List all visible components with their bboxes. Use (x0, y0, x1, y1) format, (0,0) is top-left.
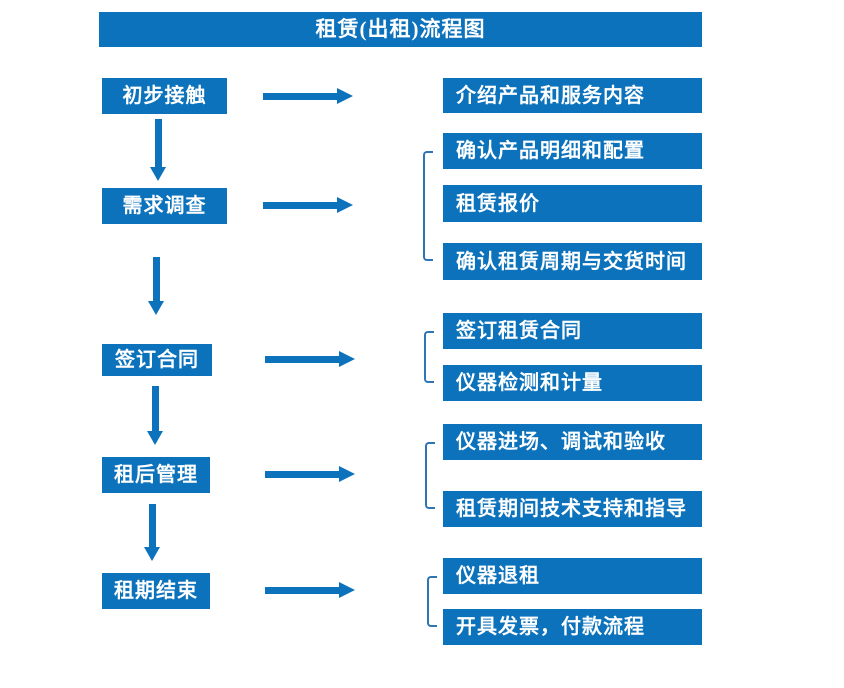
arrow-head (339, 351, 355, 367)
arrow-shaft (153, 257, 160, 302)
step-box-3: 签订合同 (102, 344, 212, 376)
step-box-5: 租期结束 (102, 573, 210, 609)
bracket-4 (425, 442, 435, 509)
arrow-head (148, 301, 164, 315)
arrow-right-icon-1 (263, 88, 353, 105)
bracket-3 (424, 331, 434, 383)
output-box-5-2: 开具发票，付款流程 (443, 609, 702, 645)
arrow-right-icon-5 (265, 582, 355, 599)
arrow-shaft (265, 587, 340, 594)
output-box-2-1: 确认产品明细和配置 (443, 133, 702, 169)
step-box-4: 租后管理 (102, 457, 210, 493)
arrow-right-icon-4 (265, 466, 355, 483)
arrow-right-icon-2 (263, 197, 353, 214)
arrow-head (144, 547, 160, 561)
step-box-2: 需求调查 (102, 188, 227, 224)
output-box-1-1: 介绍产品和服务内容 (443, 78, 702, 113)
output-box-4-2: 租赁期间技术支持和指导 (443, 491, 702, 527)
arrow-shaft (265, 471, 340, 478)
arrow-down-icon-3 (147, 386, 164, 445)
bracket-2 (423, 151, 433, 261)
output-box-3-2: 仪器检测和计量 (443, 365, 702, 401)
arrow-shaft (149, 504, 156, 548)
arrow-shaft (152, 386, 159, 432)
output-box-4-1: 仪器进场、调试和验收 (443, 424, 702, 460)
arrow-head (337, 88, 353, 104)
arrow-right-icon-3 (265, 351, 355, 368)
arrow-head (150, 167, 166, 181)
output-box-2-3: 确认租赁周期与交货时间 (443, 243, 702, 280)
arrow-down-icon-1 (150, 119, 167, 181)
arrow-head (339, 466, 355, 482)
output-box-2-2: 租赁报价 (443, 185, 702, 222)
output-box-5-1: 仪器退租 (443, 558, 702, 594)
arrow-shaft (155, 119, 162, 168)
page-title: 租赁(出租)流程图 (99, 12, 702, 47)
arrow-shaft (263, 202, 338, 209)
output-box-3-1: 签订租赁合同 (443, 313, 702, 349)
arrow-head (147, 431, 163, 445)
arrow-shaft (265, 356, 340, 363)
bracket-5 (427, 576, 437, 627)
arrow-head (337, 197, 353, 213)
arrow-down-icon-4 (144, 504, 161, 561)
arrow-head (339, 582, 355, 598)
step-box-1: 初步接触 (102, 78, 227, 114)
arrow-shaft (263, 93, 338, 100)
arrow-down-icon-2 (148, 257, 165, 315)
